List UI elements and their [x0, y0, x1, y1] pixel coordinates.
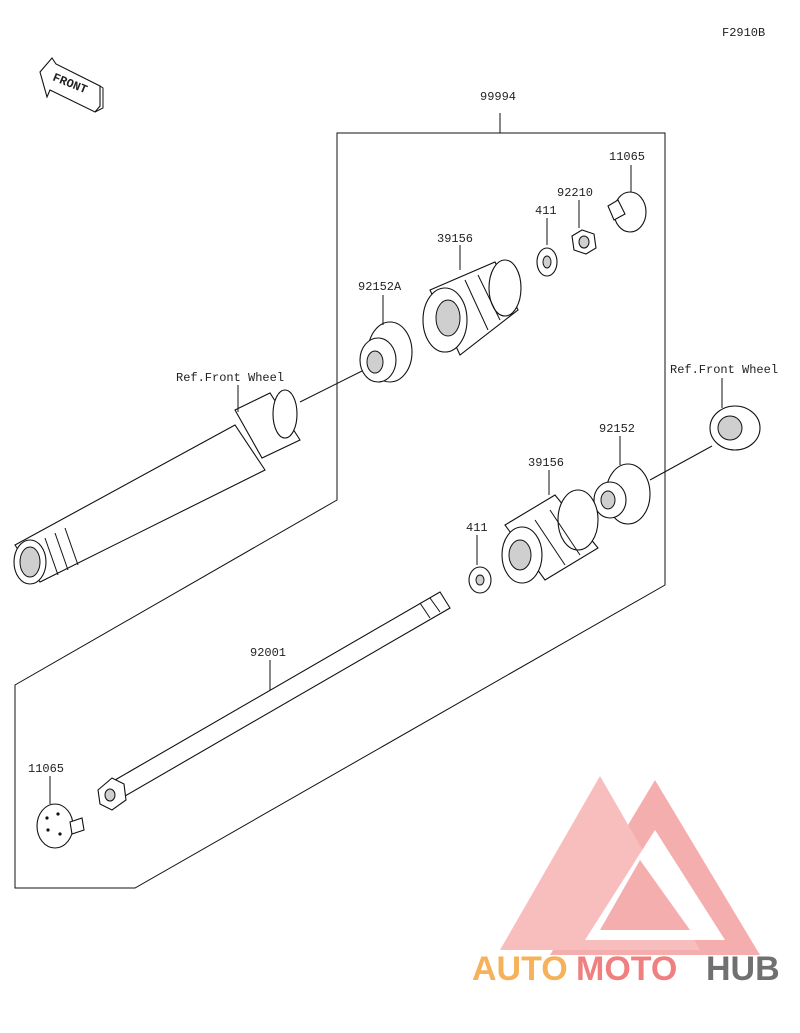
washer-411-top — [536, 247, 558, 277]
front-arrow-icon: FRONT — [39, 57, 104, 113]
bolt-92001 — [97, 591, 451, 811]
label-92152: 92152 — [599, 422, 635, 436]
front-axle — [13, 367, 369, 585]
watermark-moto: MOTO — [576, 950, 677, 988]
label-39156-bottom: 39156 — [528, 456, 564, 470]
collar-92152 — [593, 463, 651, 525]
label-411-top: 411 — [535, 204, 557, 218]
label-92001: 92001 — [250, 646, 286, 660]
label-11065-bottom: 11065 — [28, 762, 64, 776]
label-92152a: 92152A — [358, 280, 402, 294]
label-11065-top: 11065 — [609, 150, 645, 164]
watermark-hub: HUB — [706, 950, 780, 988]
nut-92210 — [571, 229, 597, 255]
kit-frame — [14, 113, 666, 889]
label-92210: 92210 — [557, 186, 593, 200]
cap-11065-top — [607, 191, 647, 233]
watermark-text: AUTO MOTO HUB — [472, 950, 780, 988]
label-kit-99994: 99994 — [480, 90, 516, 104]
label-ref-front-wheel-right: Ref.Front Wheel — [670, 363, 778, 377]
ref-front-wheel-right — [649, 405, 761, 481]
figure-code: F2910B — [722, 26, 765, 40]
label-ref-front-wheel-left: Ref.Front Wheel — [176, 371, 284, 385]
label-411-bottom: 411 — [466, 521, 488, 535]
watermark-logo — [500, 776, 760, 955]
collar-92152a — [359, 321, 413, 383]
slider-39156-top — [422, 259, 522, 356]
cap-11065-bottom — [36, 803, 85, 849]
washer-411-bottom — [468, 566, 492, 594]
label-39156-top: 39156 — [437, 232, 473, 246]
watermark-auto: AUTO — [472, 950, 568, 988]
slider-39156-bottom — [501, 489, 599, 584]
